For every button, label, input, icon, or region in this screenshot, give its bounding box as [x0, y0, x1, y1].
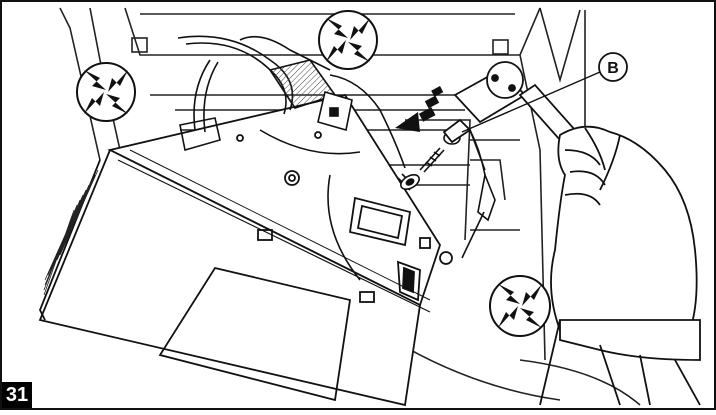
- vent-ribs: [43, 169, 99, 296]
- callout-label: B: [607, 60, 619, 77]
- callout-circle: [598, 52, 628, 82]
- probe-cable: [461, 129, 496, 259]
- motion-arrow-icon: [395, 86, 444, 132]
- direction-indicator-icon: [318, 10, 378, 70]
- direction-indicator-icon: [76, 62, 136, 122]
- callout-leader: [461, 71, 601, 133]
- ratchet-tool: [442, 61, 581, 166]
- direction-indicator-icon: [489, 275, 551, 337]
- connector-plug: [268, 59, 353, 132]
- step-number-badge: 31: [2, 382, 32, 408]
- technician-hand: [539, 125, 701, 406]
